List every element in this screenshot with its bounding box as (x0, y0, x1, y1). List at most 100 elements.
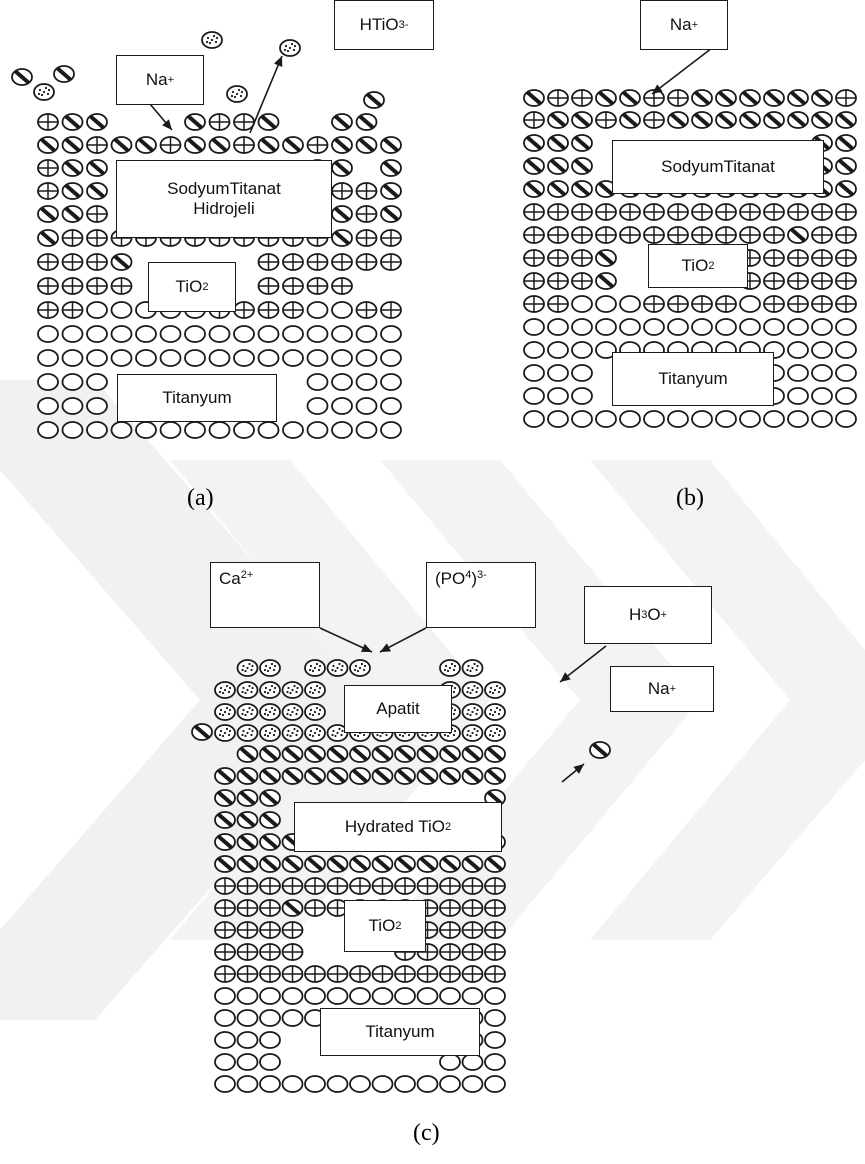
open-atom (87, 374, 107, 390)
grid-atom (238, 966, 258, 982)
dotted-atom (305, 660, 325, 676)
grid-atom (112, 278, 132, 294)
grid-atom (215, 922, 235, 938)
grid-atom (395, 966, 415, 982)
open-atom (381, 374, 401, 390)
grid-atom (716, 296, 736, 312)
hatch-atom (38, 230, 58, 246)
grid-atom (357, 206, 377, 222)
hatch-atom (260, 856, 280, 872)
hatch-atom (357, 137, 377, 153)
grid-atom (38, 160, 58, 176)
grid-atom (812, 227, 832, 243)
open-atom (259, 326, 279, 342)
open-atom (112, 422, 132, 438)
grid-atom (234, 114, 254, 130)
arrow-calcium-in (320, 628, 372, 652)
hatch-atom (283, 137, 303, 153)
open-atom (260, 1032, 280, 1048)
grid-atom (572, 250, 592, 266)
grid-atom (572, 204, 592, 220)
open-atom (524, 342, 544, 358)
open-atom (524, 319, 544, 335)
hatch-atom (572, 112, 592, 128)
grid-atom (572, 90, 592, 106)
open-atom (260, 1076, 280, 1092)
open-atom (373, 1076, 393, 1092)
grid-atom (283, 878, 303, 894)
hatch-atom (692, 90, 712, 106)
hatch-atom (283, 856, 303, 872)
open-atom (381, 326, 401, 342)
hatch-atom (524, 90, 544, 106)
grid-atom (259, 254, 279, 270)
hatch-atom (215, 812, 235, 828)
open-atom (668, 411, 688, 427)
grid-atom (524, 227, 544, 243)
hatch-atom (620, 90, 640, 106)
open-atom (38, 350, 58, 366)
dotted-atom (280, 40, 300, 56)
grid-atom (524, 250, 544, 266)
hatch-atom (63, 114, 83, 130)
open-atom (716, 411, 736, 427)
grid-atom (788, 250, 808, 266)
grid-atom (357, 183, 377, 199)
grid-atom (788, 273, 808, 289)
open-atom (572, 319, 592, 335)
open-atom (596, 411, 616, 427)
open-atom (308, 350, 328, 366)
grid-atom (524, 112, 544, 128)
open-atom (112, 302, 132, 318)
grid-atom (210, 114, 230, 130)
dotted-atom (283, 704, 303, 720)
open-atom (332, 398, 352, 414)
open-atom (836, 342, 856, 358)
hatch-atom (524, 181, 544, 197)
grid-atom (38, 114, 58, 130)
hatch-atom (836, 181, 856, 197)
dotted-atom (215, 704, 235, 720)
grid-atom (740, 227, 760, 243)
open-atom (308, 398, 328, 414)
grid-atom (283, 966, 303, 982)
ion-box-phosphate: (PO4)3- (426, 562, 536, 628)
open-atom (395, 1076, 415, 1092)
open-atom (788, 342, 808, 358)
open-atom (485, 1010, 505, 1026)
open-atom (332, 374, 352, 390)
hatch-atom (283, 746, 303, 762)
hatch-atom (836, 112, 856, 128)
grid-atom (87, 206, 107, 222)
dotted-atom (238, 725, 258, 741)
open-atom (259, 422, 279, 438)
hatch-atom (328, 768, 348, 784)
open-atom (259, 350, 279, 366)
hatch-atom (328, 856, 348, 872)
hatch-atom (463, 768, 483, 784)
layer-label-apatite: Apatit (344, 685, 452, 733)
open-atom (596, 296, 616, 312)
hatch-atom (238, 834, 258, 850)
open-atom (283, 350, 303, 366)
open-atom (418, 988, 438, 1004)
dotted-atom (463, 704, 483, 720)
open-atom (357, 326, 377, 342)
hatch-atom (238, 856, 258, 872)
hatch-atom (596, 90, 616, 106)
grid-atom (418, 878, 438, 894)
hatch-atom (788, 90, 808, 106)
grid-atom (283, 254, 303, 270)
hatch-atom (332, 137, 352, 153)
dotted-atom (283, 725, 303, 741)
open-atom (548, 342, 568, 358)
open-atom (764, 319, 784, 335)
caption-b: (b) (676, 485, 704, 512)
hatch-atom (418, 746, 438, 762)
hatch-atom (668, 112, 688, 128)
grid-atom (283, 944, 303, 960)
hatch-atom (364, 92, 384, 108)
